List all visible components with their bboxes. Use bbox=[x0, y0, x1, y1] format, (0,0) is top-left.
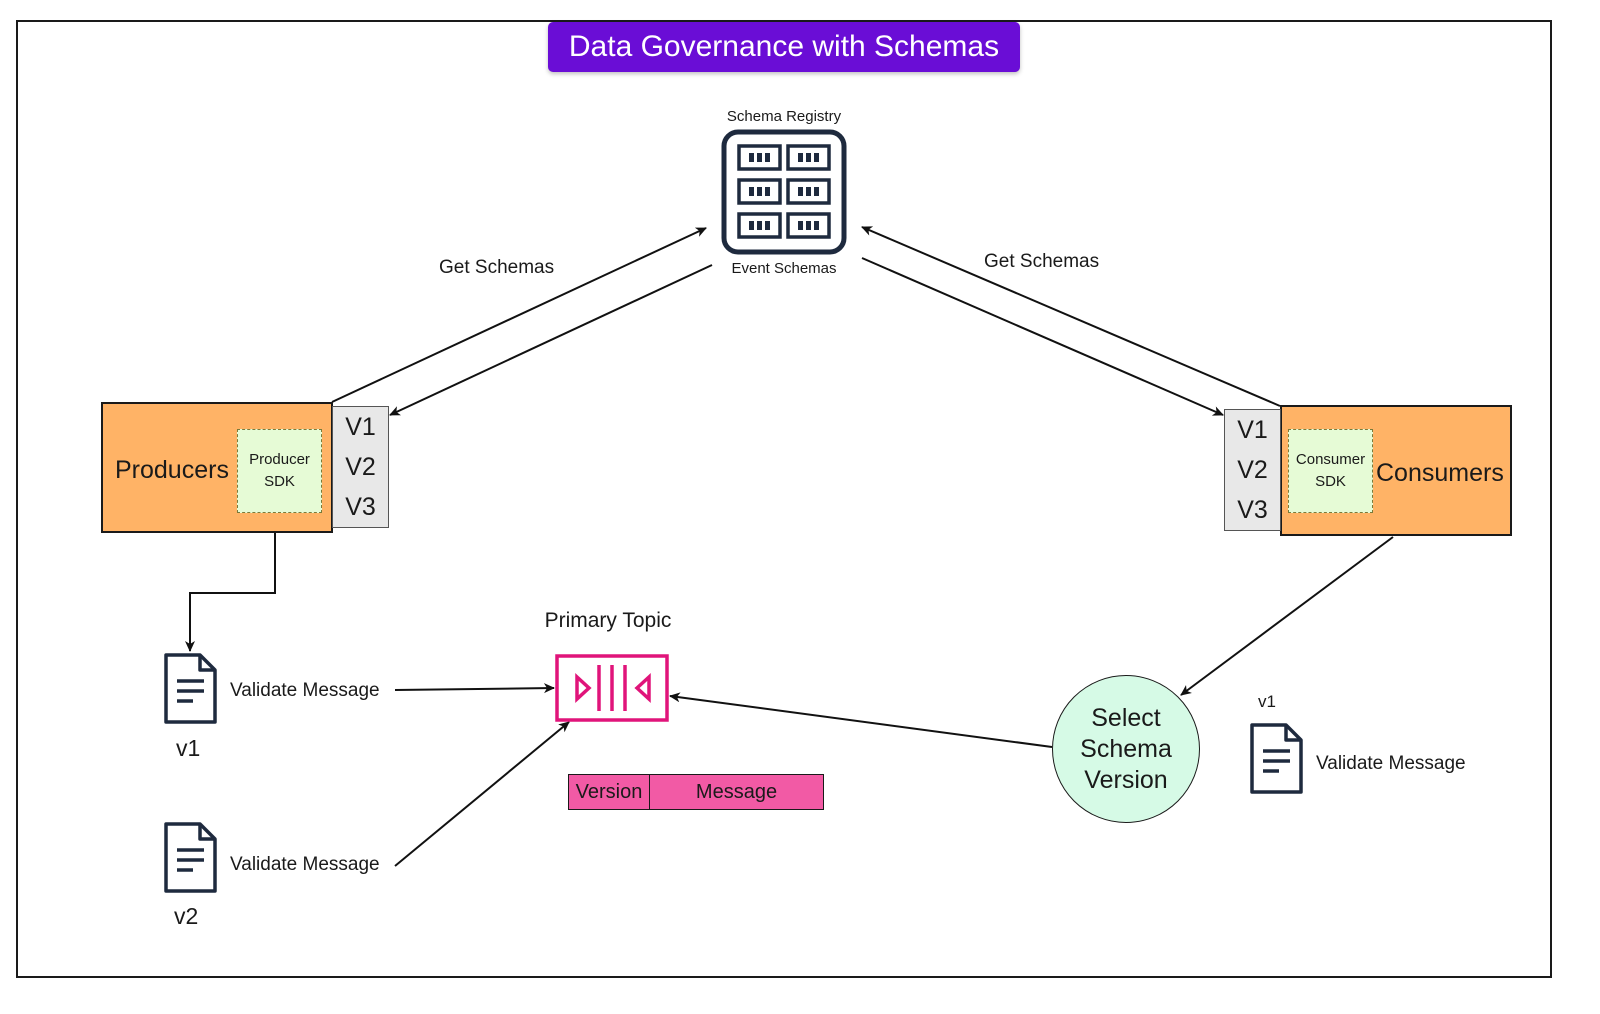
validate-message-v2-label: Validate Message bbox=[230, 854, 380, 875]
registry-to-consumer-arrow bbox=[861, 257, 1224, 416]
consumer-to-registry-arrow bbox=[861, 226, 1281, 407]
message-v1-to-topic-arrow bbox=[394, 683, 555, 694]
producer-to-registry-arrow bbox=[331, 227, 707, 403]
registry-name: Schema Registry bbox=[726, 108, 842, 125]
select-line3: Version bbox=[1084, 765, 1168, 794]
consumers-node: Consumers bbox=[1280, 405, 1512, 536]
consumer-message-version: v1 bbox=[1258, 692, 1276, 711]
producer-sdk: Producer SDK bbox=[237, 429, 322, 513]
message-version-v1: v1 bbox=[176, 735, 201, 761]
producer-to-message-arrow bbox=[185, 533, 276, 652]
topic-icon bbox=[555, 654, 669, 722]
producer-version-item: V2 bbox=[345, 452, 376, 481]
producer-version-item: V3 bbox=[345, 492, 376, 521]
diagram-title: Data Governance with Schemas bbox=[548, 22, 1020, 72]
edge-label-producer-get-schemas: Get Schemas bbox=[439, 257, 555, 278]
consumer-version-item: V3 bbox=[1237, 495, 1268, 524]
message-field-version: Version bbox=[569, 775, 650, 809]
message-v2-to-topic-arrow bbox=[394, 721, 570, 867]
consumer-version-item: V2 bbox=[1237, 455, 1268, 484]
document-icon bbox=[164, 653, 217, 724]
registry-to-producer-arrow bbox=[389, 264, 713, 416]
schema-registry-icon bbox=[721, 129, 847, 255]
consumer-versions: V1 V2 V3 bbox=[1224, 409, 1281, 531]
select-schema-version-node: Select Schema Version bbox=[1052, 675, 1200, 823]
consumers-label: Consumers bbox=[1376, 459, 1504, 487]
producer-sdk-line2: SDK bbox=[264, 473, 295, 490]
select-line2: Schema bbox=[1080, 734, 1172, 763]
message-version-v2: v2 bbox=[174, 903, 199, 929]
consumer-sdk: Consumer SDK bbox=[1288, 429, 1373, 513]
producer-versions: V1 V2 V3 bbox=[332, 406, 389, 528]
message-field-message: Message bbox=[695, 780, 778, 803]
document-icon bbox=[1250, 723, 1303, 794]
message-format-bar: Version Message bbox=[568, 774, 824, 810]
select-line1: Select bbox=[1091, 703, 1161, 732]
producer-version-item: V1 bbox=[345, 412, 376, 441]
consumer-sdk-line2: SDK bbox=[1315, 473, 1346, 490]
topic-label: Primary Topic bbox=[544, 609, 672, 632]
producer-sdk-line1: Producer bbox=[249, 451, 310, 468]
select-to-topic-arrow bbox=[669, 692, 1053, 748]
validate-message-v1-label: Validate Message bbox=[230, 680, 380, 701]
edge-label-consumer-get-schemas: Get Schemas bbox=[984, 251, 1100, 272]
document-icon bbox=[164, 822, 217, 893]
consumer-version-item: V1 bbox=[1237, 415, 1268, 444]
registry-subtitle: Event Schemas bbox=[731, 260, 837, 277]
consumer-to-select-arrow bbox=[1180, 536, 1394, 696]
consumer-sdk-line1: Consumer bbox=[1295, 451, 1366, 468]
consumer-validate-message-label: Validate Message bbox=[1316, 753, 1466, 774]
producers-label: Producers bbox=[115, 456, 229, 484]
